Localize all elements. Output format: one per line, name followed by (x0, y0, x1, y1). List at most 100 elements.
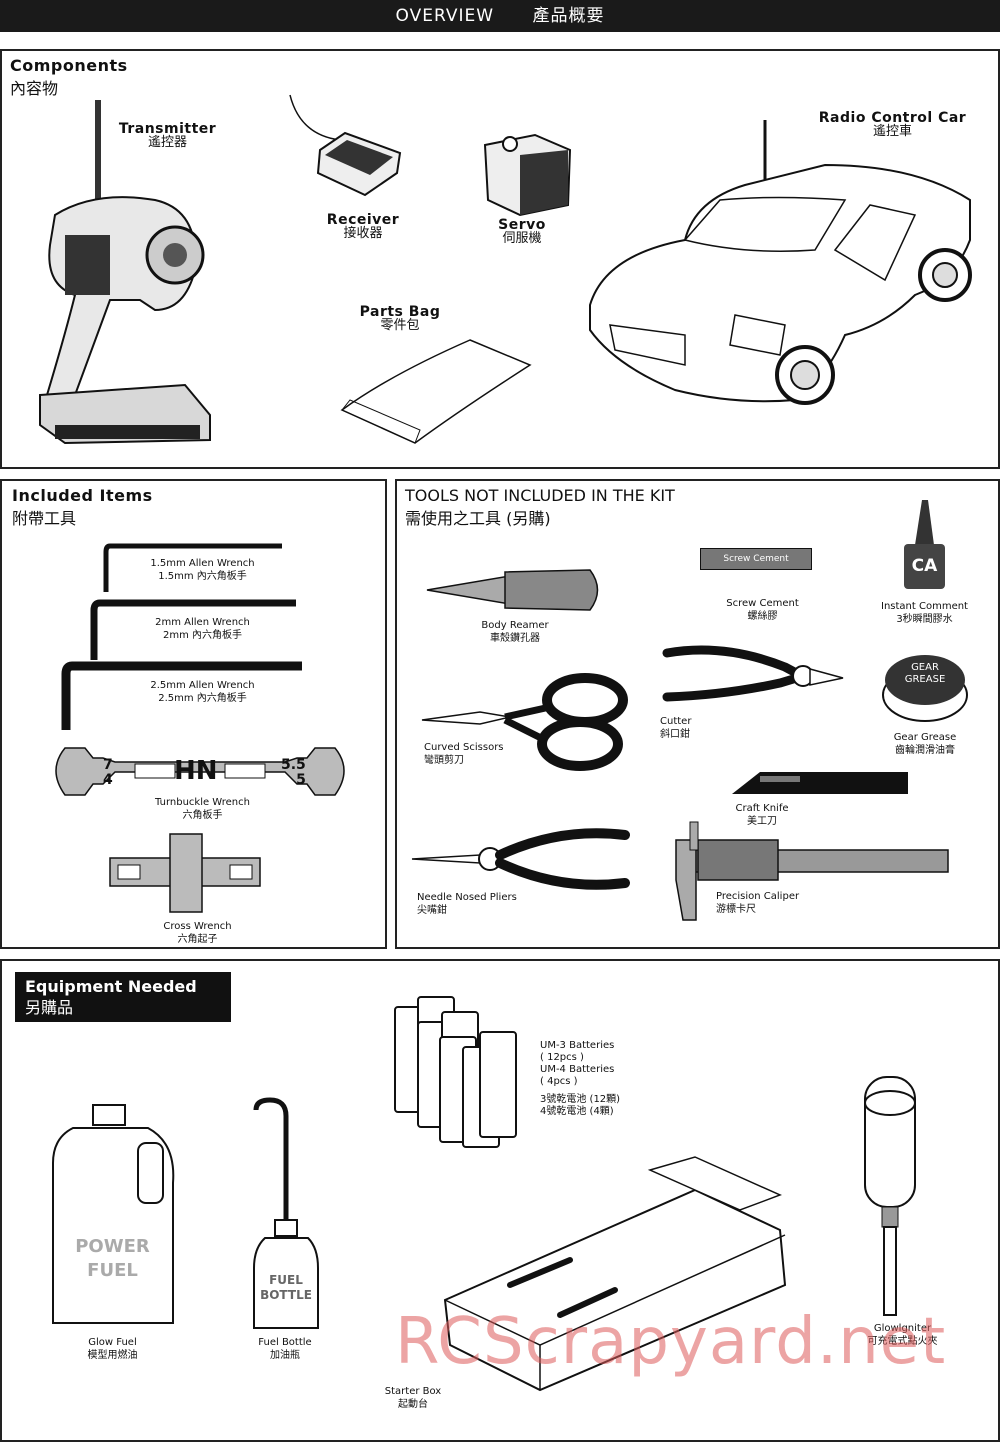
turnbuckle-left-1: 7 (103, 757, 113, 773)
batteries-l2: ( 12pcs ) (540, 1052, 584, 1063)
wrench25-en: 2.5mm Allen Wrench (150, 680, 255, 691)
grease-label: Gear Grease 齒輪潤滑油膏 (875, 731, 975, 757)
starter-box-icon (443, 1156, 787, 1392)
car-cn: 遙控車 (872, 124, 912, 139)
turnbuckle-en: Turnbuckle Wrench (155, 797, 250, 808)
servo-icon (483, 133, 572, 217)
included-title-cn: 附帶工具 (12, 509, 77, 528)
turnbuckle-left-sizes: 7 4 (103, 758, 113, 788)
screw-cement-tube: Screw Cement (700, 548, 812, 570)
equipment-heading: Equipment Needed 另購品 (15, 972, 231, 1022)
transmitter-label: Transmitter 遙控器 (115, 122, 220, 150)
watermark-text: RCScrapyard.net (395, 1305, 947, 1379)
fuel-bottle-label: Fuel Bottle 加油瓶 (245, 1336, 325, 1362)
reamer-en: Body Reamer (481, 620, 549, 631)
glow-igniter-en: Glowlgniter (873, 1323, 932, 1334)
wrench15-label: 1.5mm Allen Wrench 1.5mm 內六角板手 (125, 557, 280, 583)
batteries-icon (394, 996, 517, 1148)
turnbuckle-wrench-icon (55, 747, 345, 796)
transmitter-cn: 遙控器 (147, 135, 187, 150)
glow-fuel-label: Glow Fuel 模型用燃油 (70, 1336, 155, 1362)
ca-bottle-text: CA (911, 556, 938, 576)
transmitter-icon (39, 100, 211, 445)
cutter-en: Cutter (660, 716, 692, 727)
turnbuckle-cn: 六角板手 (182, 810, 223, 821)
pliers-en: Needle Nosed Pliers (417, 892, 517, 903)
reamer-label: Body Reamer 車殼鑽孔器 (460, 619, 570, 645)
car-en: Radio Control Car (818, 110, 967, 126)
instant-cn: 3秒瞬間膠水 (896, 614, 953, 625)
batteries-l1: UM-3 Batteries (540, 1040, 615, 1051)
components-section (0, 49, 1000, 469)
car-label: Radio Control Car 遙控車 (815, 111, 970, 139)
fuel-bottle-label-2: BOTTLE (260, 1288, 312, 1302)
glow-igniter-cn: 可充電式點火夾 (867, 1336, 938, 1347)
curved-scissors-icon (421, 673, 628, 771)
batteries-cn1: 3號乾電池 (12顆) (540, 1094, 621, 1105)
instant-label: Instant Comment 3秒瞬間膠水 (872, 600, 977, 626)
components-title-cn: 內容物 (10, 79, 59, 98)
tools-title: TOOLS NOT INCLUDED IN THE KIT (405, 486, 675, 505)
included-heading: Included Items 附帶工具 (12, 486, 153, 529)
gear-grease-lid-1: GEAR (911, 662, 939, 673)
scissors-en: Curved Scissors (424, 742, 504, 753)
components-heading: Components 內容物 (10, 56, 128, 99)
body-reamer-icon (426, 569, 599, 611)
wrench2-cn: 2mm 內六角板手 (162, 630, 243, 641)
wrench2-en: 2mm Allen Wrench (155, 617, 250, 628)
batteries-cn2: 4號乾電池 (4顆) (540, 1106, 614, 1117)
cross-cn: 六角起子 (177, 934, 218, 945)
wrench2-label: 2mm Allen Wrench 2mm 內六角板手 (125, 616, 280, 642)
screw-cement-label: Screw Cement 螺絲膠 (710, 597, 815, 623)
caliper-cn: 游標卡尺 (716, 904, 756, 915)
starter-box-cn: 起動台 (398, 1399, 428, 1410)
receiver-en: Receiver (326, 212, 400, 228)
servo-label: Servo 伺服機 (482, 218, 562, 246)
craft-knife-icon (732, 772, 908, 794)
turnbuckle-logo: HN (174, 756, 218, 786)
equipment-title-cn: 另購品 (25, 998, 74, 1017)
turnbuckle-label: Turnbuckle Wrench 六角板手 (135, 796, 270, 822)
parts-bag-en: Parts Bag (359, 304, 441, 320)
fuel-bottle-cn: 加油瓶 (270, 1350, 300, 1361)
scissors-cn: 彎頭剪刀 (424, 755, 464, 766)
screw-cement-en: Screw Cement (726, 598, 799, 609)
caliper-en: Precision Caliper (716, 891, 800, 902)
knife-en: Craft Knife (735, 803, 789, 814)
batteries-l3: UM-4 Batteries (540, 1064, 615, 1075)
batteries-label: UM-3 Batteries ( 12pcs ) UM-4 Batteries … (540, 1040, 620, 1118)
receiver-icon (289, 94, 402, 197)
included-title: Included Items (12, 486, 153, 505)
wrench15-en: 1.5mm Allen Wrench (150, 558, 255, 569)
servo-cn: 伺服機 (502, 231, 542, 246)
allen-wrenches-icon (61, 543, 302, 730)
knife-label: Craft Knife 美工刀 (722, 802, 802, 828)
glow-fuel-jug-text: POWER FUEL (60, 1235, 165, 1283)
turnbuckle-right-2: 5 (296, 772, 306, 788)
turnbuckle-right-sizes: 5.5 5 (281, 758, 306, 788)
cutter-cn: 斜口鉗 (660, 729, 690, 740)
fuel-bottle-label-1: FUEL (269, 1273, 303, 1287)
glow-fuel-label-1: POWER (75, 1236, 150, 1257)
grease-en: Gear Grease (893, 732, 957, 743)
instant-en: Instant Comment (881, 601, 968, 612)
turnbuckle-right-1: 5.5 (281, 757, 306, 773)
fuel-bottle-text: FUEL BOTTLE (255, 1273, 317, 1303)
cutter-label: Cutter 斜口鉗 (660, 715, 710, 741)
glow-fuel-label-2: FUEL (87, 1260, 138, 1281)
batteries-l4: ( 4pcs ) (540, 1076, 578, 1087)
caliper-icon (675, 821, 949, 921)
gear-grease-lid: GEAR GREASE (895, 662, 955, 686)
parts-bag-cn: 零件包 (380, 318, 420, 333)
parts-bag-icon (340, 339, 532, 444)
servo-en: Servo (498, 217, 546, 233)
equipment-section (0, 959, 1000, 1442)
ca-glue-icon (904, 500, 945, 589)
cross-wrench-label: Cross Wrench 六角起子 (140, 920, 255, 946)
glow-igniter-label: Glowlgniter 可充電式點火夾 (855, 1322, 950, 1348)
fuel-bottle-en: Fuel Bottle (258, 1337, 312, 1348)
wrench15-cn: 1.5mm 內六角板手 (158, 571, 247, 582)
knife-cn: 美工刀 (747, 816, 777, 827)
screw-cement-cn: 螺絲膠 (747, 611, 778, 622)
transmitter-en: Transmitter (118, 121, 217, 137)
